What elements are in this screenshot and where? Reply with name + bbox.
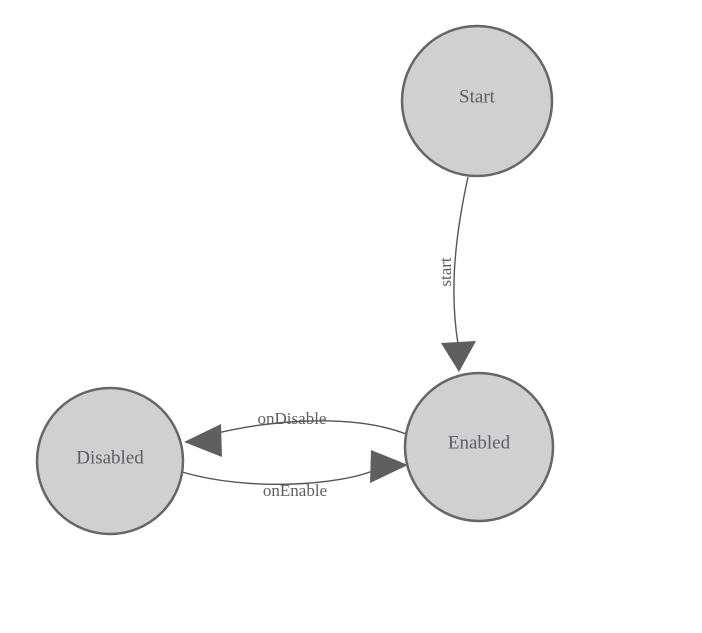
state-node-start[interactable]: Start — [400, 24, 554, 178]
edge-label-start: start — [436, 257, 455, 287]
edge-line-start-to-enabled — [453, 176, 469, 345]
edge-enabled-to-disabled[interactable]: onDisable — [184, 409, 407, 457]
edge-label-on-disable: onDisable — [258, 409, 327, 428]
edge-line-disabled-to-enabled — [181, 469, 376, 485]
edge-disabled-to-enabled[interactable]: onEnable — [181, 450, 408, 500]
arrow-head-into-enabled-lower — [370, 450, 408, 483]
state-label-disabled: Disabled — [76, 447, 144, 468]
arrow-head-into-disabled — [184, 424, 222, 457]
edge-label-on-enable: onEnable — [263, 481, 327, 500]
edge-start-to-enabled[interactable]: start — [436, 176, 476, 372]
state-label-enabled: Enabled — [448, 432, 511, 453]
state-circle-start[interactable] — [400, 24, 554, 178]
state-node-disabled[interactable]: Disabled — [35, 386, 185, 536]
state-node-enabled[interactable]: Enabled — [403, 371, 555, 523]
state-label-start: Start — [459, 86, 496, 107]
arrow-head-into-enabled — [441, 341, 476, 372]
state-circle-disabled[interactable] — [35, 386, 185, 536]
state-circle-enabled[interactable] — [403, 371, 555, 523]
